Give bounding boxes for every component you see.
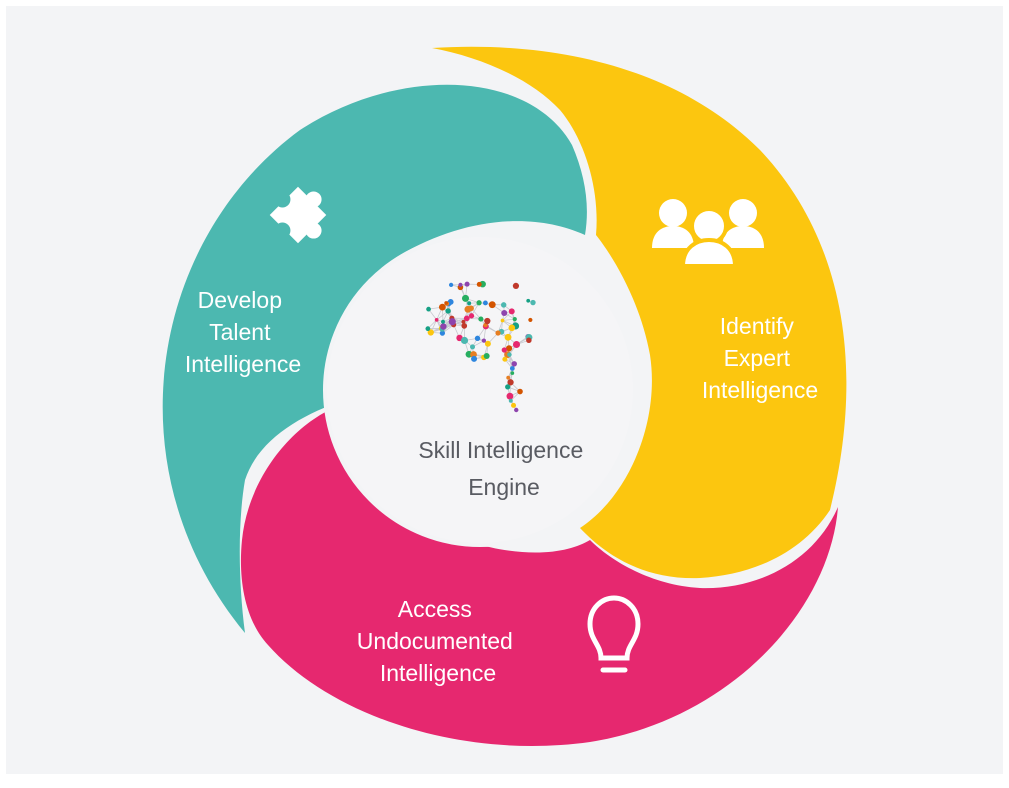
brain-network-node <box>507 379 514 386</box>
brain-network-node <box>470 344 476 350</box>
brain-network-icon <box>425 280 536 413</box>
segment-develop-talent <box>162 84 587 633</box>
brain-network-node <box>426 306 431 312</box>
brain-network-node <box>464 281 470 287</box>
identify-label-line-1: Identify <box>720 313 795 339</box>
brain-network-node <box>461 319 466 324</box>
brain-network-node <box>514 407 519 413</box>
brain-network-node <box>448 282 454 288</box>
brain-network-node <box>530 299 536 306</box>
brain-network-node <box>445 308 451 314</box>
brain-network-node <box>471 355 478 362</box>
access-label-line-2: Undocumented <box>357 628 513 654</box>
brain-network-node <box>500 318 505 323</box>
brain-network-node <box>506 392 514 400</box>
develop-label: Develop Talent Intelligence <box>185 287 301 377</box>
brain-network-node <box>500 302 507 308</box>
brain-network-node <box>528 317 533 323</box>
brain-network-node <box>526 298 531 303</box>
brain-network-node <box>434 318 439 322</box>
identify-label: Identify Expert Intelligence <box>702 313 818 403</box>
develop-label-line-3: Intelligence <box>185 351 301 377</box>
develop-label-line-2: Talent <box>209 319 271 345</box>
brain-network-node <box>481 338 487 343</box>
brain-network-node <box>483 352 490 359</box>
brain-network-node <box>441 319 445 324</box>
brain-network-node <box>511 361 517 367</box>
brain-network-node <box>438 303 446 311</box>
brain-network-node <box>508 324 516 332</box>
segment-identify-expert <box>432 46 847 579</box>
brain-network-node <box>467 301 472 306</box>
access-label-line-1: Access <box>398 596 472 622</box>
brain-network-node <box>427 329 434 336</box>
access-label: Access Undocumented Intelligence <box>357 596 519 686</box>
brain-network-node <box>505 345 513 352</box>
brain-network-node <box>447 299 454 305</box>
people-group-icon <box>652 199 764 268</box>
brain-network-node <box>510 371 515 375</box>
brain-network-node <box>444 301 448 305</box>
develop-label-line-1: Develop <box>198 287 282 313</box>
brain-network-node <box>512 340 521 348</box>
brain-network-node <box>508 398 513 403</box>
brain-network-node <box>476 281 482 287</box>
brain-network-node <box>517 388 523 395</box>
brain-network-node <box>478 316 484 322</box>
brain-network-node <box>501 347 507 353</box>
brain-network-node <box>484 340 491 347</box>
brain-network-node <box>509 366 515 371</box>
brain-network-node <box>468 313 475 319</box>
brain-network-node <box>512 317 517 322</box>
brain-network-node <box>458 282 463 287</box>
brain-network-node <box>508 308 515 315</box>
center-title-line-2: Engine <box>468 474 540 500</box>
brain-network-node <box>474 335 481 342</box>
access-label-line-3: Intelligence <box>380 660 496 686</box>
brain-network-node <box>476 300 482 306</box>
brain-network-node <box>461 294 470 302</box>
brain-network-node <box>461 323 468 329</box>
brain-network-node <box>464 305 472 313</box>
identify-label-line-2: Expert <box>724 345 791 371</box>
brain-network-node <box>504 333 512 341</box>
brain-network-node <box>502 356 508 362</box>
brain-network-node <box>463 315 470 322</box>
brain-network-node <box>506 375 511 380</box>
brain-network-node <box>484 317 491 325</box>
brain-network-node <box>448 318 456 326</box>
brain-network-node <box>495 330 501 336</box>
puzzle-piece-icon <box>269 186 327 244</box>
brain-network-node <box>501 309 508 317</box>
center-circle <box>323 233 637 547</box>
center-label: Skill Intelligence Engine <box>418 437 589 500</box>
brain-network-node <box>488 301 496 309</box>
brain-network-node <box>425 326 431 332</box>
brain-network-node <box>512 282 520 289</box>
brain-network-node <box>440 323 447 330</box>
identify-label-line-3: Intelligence <box>702 377 818 403</box>
brain-network-node <box>482 300 488 306</box>
brain-network-node <box>526 337 532 344</box>
brain-network-node <box>505 384 511 390</box>
brain-network-node <box>511 402 517 408</box>
brain-network-node <box>439 330 446 336</box>
lightbulb-icon <box>587 595 641 673</box>
brain-network-node <box>460 336 469 345</box>
center-title-line-1: Skill Intelligence <box>418 437 583 463</box>
brain-network-node <box>507 352 512 357</box>
